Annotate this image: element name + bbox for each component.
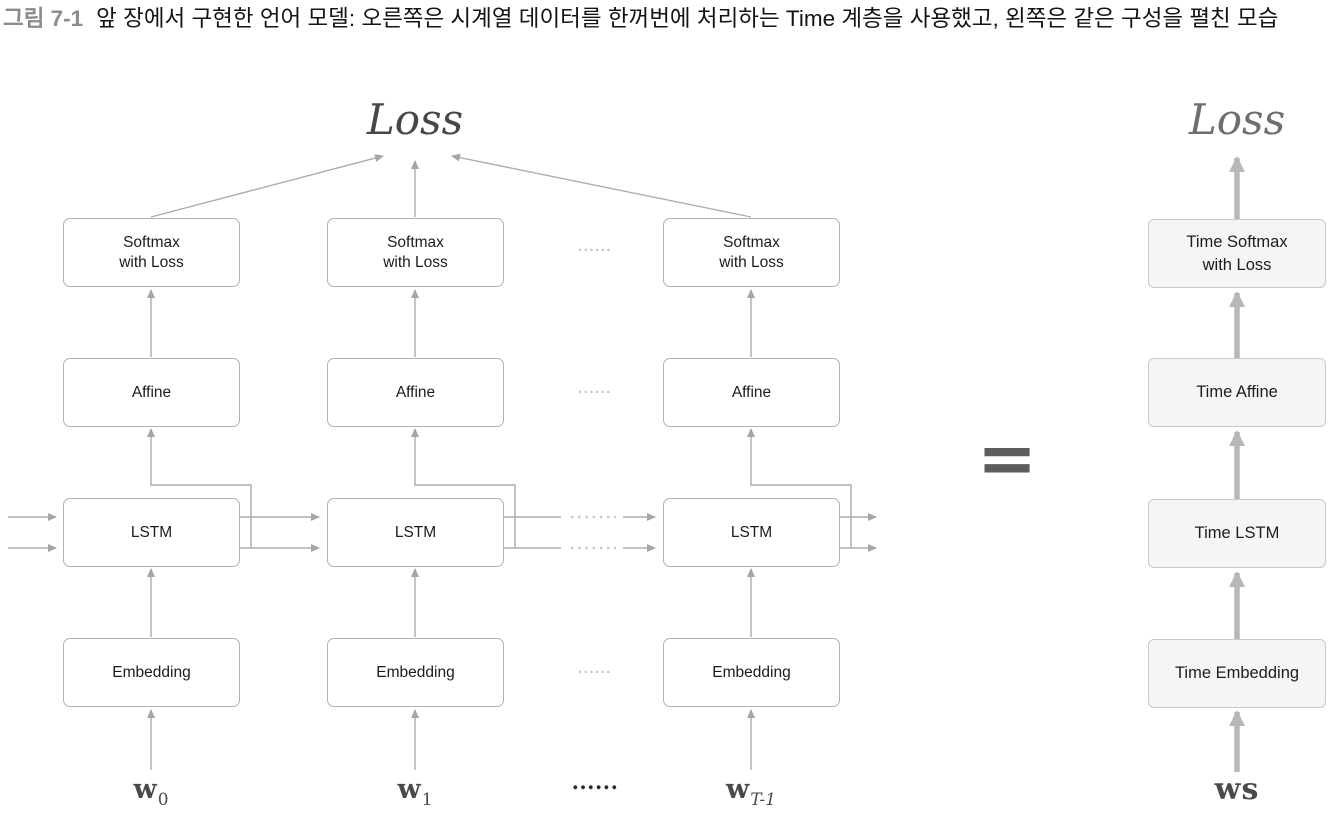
- softmax-box-tT-1: Softmax with Loss: [663, 218, 840, 287]
- softmax-box-tT-1-line2: with Loss: [719, 253, 784, 271]
- softmax-box-t0-line2: with Loss: [119, 253, 184, 271]
- lstm-recurrent-dotted-segments: [571, 515, 616, 550]
- softmax-box-t1: Softmax with Loss: [327, 218, 504, 287]
- embedding-row-ellipsis: ......: [577, 660, 612, 677]
- embedding-box-t0: Embedding: [63, 638, 240, 707]
- affine-row-ellipsis: ......: [577, 380, 612, 397]
- equals-sign: =: [976, 416, 1038, 500]
- lstm-box-tT-1: LSTM: [663, 498, 840, 567]
- input-row-ellipsis: ......: [571, 769, 619, 794]
- softmax-box-t1-line2: with Loss: [383, 253, 448, 271]
- figure-caption-text: 앞 장에서 구현한 언어 모델: 오른쪽은 시계열 데이터를 한꺼번에 처리하는…: [96, 6, 1279, 31]
- time-softmax-line1: Time Softmax: [1186, 232, 1288, 251]
- time-lstm-box: Time LSTM: [1148, 499, 1326, 568]
- affine-box-t1: Affine: [327, 358, 504, 427]
- loss-convergence-arrows: [150, 153, 752, 218]
- time-softmax-box: Time Softmax with Loss: [1148, 219, 1326, 288]
- figure-caption: 그림 7-1 앞 장에서 구현한 언어 모델: 오른쪽은 시계열 데이터를 한꺼번…: [3, 1, 1341, 38]
- loss-label-left: Loss: [366, 95, 464, 144]
- affine-box-tT-1: Affine: [663, 358, 840, 427]
- input-word-t1: w1: [397, 774, 433, 810]
- figure-number-label: 그림 7-1: [3, 6, 84, 31]
- embedding-box-tT-1: Embedding: [663, 638, 840, 707]
- input-word-tT-1: wT-1: [726, 774, 776, 810]
- lstm-box-t1: LSTM: [327, 498, 504, 567]
- softmax-box-t0: Softmax with Loss: [63, 218, 240, 287]
- lstm-recurrent-lines: [8, 513, 877, 552]
- softmax-box-tT-1-line1: Softmax: [723, 234, 780, 251]
- time-softmax-line2: with Loss: [1202, 255, 1272, 274]
- softmax-row-ellipsis: ......: [577, 238, 612, 255]
- softmax-box-t0-line1: Softmax: [123, 234, 180, 251]
- input-words-label: ws: [1214, 772, 1260, 807]
- loss-label-right: Loss: [1188, 95, 1286, 144]
- time-embedding-box: Time Embedding: [1148, 639, 1326, 708]
- input-word-t0: w0: [133, 774, 169, 810]
- affine-box-t0: Affine: [63, 358, 240, 427]
- lstm-box-t0: LSTM: [63, 498, 240, 567]
- embedding-box-t1: Embedding: [327, 638, 504, 707]
- softmax-box-t1-line1: Softmax: [387, 234, 444, 251]
- time-affine-box: Time Affine: [1148, 358, 1326, 427]
